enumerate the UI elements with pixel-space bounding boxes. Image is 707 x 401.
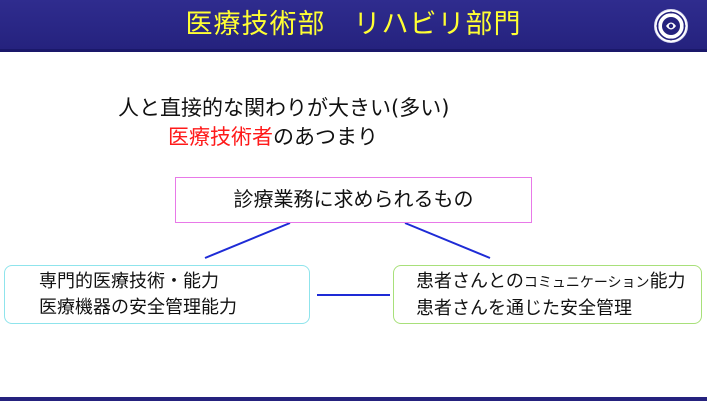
highlight-text: 医療技術者 — [168, 125, 273, 149]
intro-line-2-rest: のあつまり — [273, 125, 378, 149]
patient-skills-line-1-small: コミュニケーション — [523, 275, 650, 291]
technical-skills-line-2: 医療機器の安全管理能力 — [39, 297, 237, 318]
patient-skills-line-1-start: 患者さんとの — [416, 271, 524, 292]
intro-line-2: 医療技術者のあつまり — [168, 121, 378, 151]
technical-skills-line-1: 専門的医療技術・能力 — [39, 271, 219, 292]
patient-skills-box: 患者さんとのコミュニケーション能力 患者さんを通じた安全管理 — [393, 265, 702, 324]
hospital-emblem-icon — [654, 9, 688, 43]
intro-line-1: 人と直接的な関わりが大きい(多い) — [118, 96, 450, 120]
patient-skills-line-1-end: 能力 — [649, 271, 686, 292]
patient-skills-line-2: 患者さんを通じた安全管理 — [416, 298, 632, 319]
connector-line-left — [204, 222, 291, 259]
slide-header: 医療技術部 リハビリ部門 — [0, 0, 707, 52]
technical-skills-box: 専門的医療技術・能力 医療機器の安全管理能力 — [4, 265, 310, 324]
slide-title: 医療技術部 リハビリ部門 — [185, 9, 522, 40]
connector-line-right — [404, 222, 491, 259]
patient-skills-line-1: 患者さんとのコミュニケーション能力 — [416, 269, 701, 296]
bottom-rule — [0, 397, 707, 401]
requirements-box: 診療業務に求められるもの — [175, 177, 532, 223]
